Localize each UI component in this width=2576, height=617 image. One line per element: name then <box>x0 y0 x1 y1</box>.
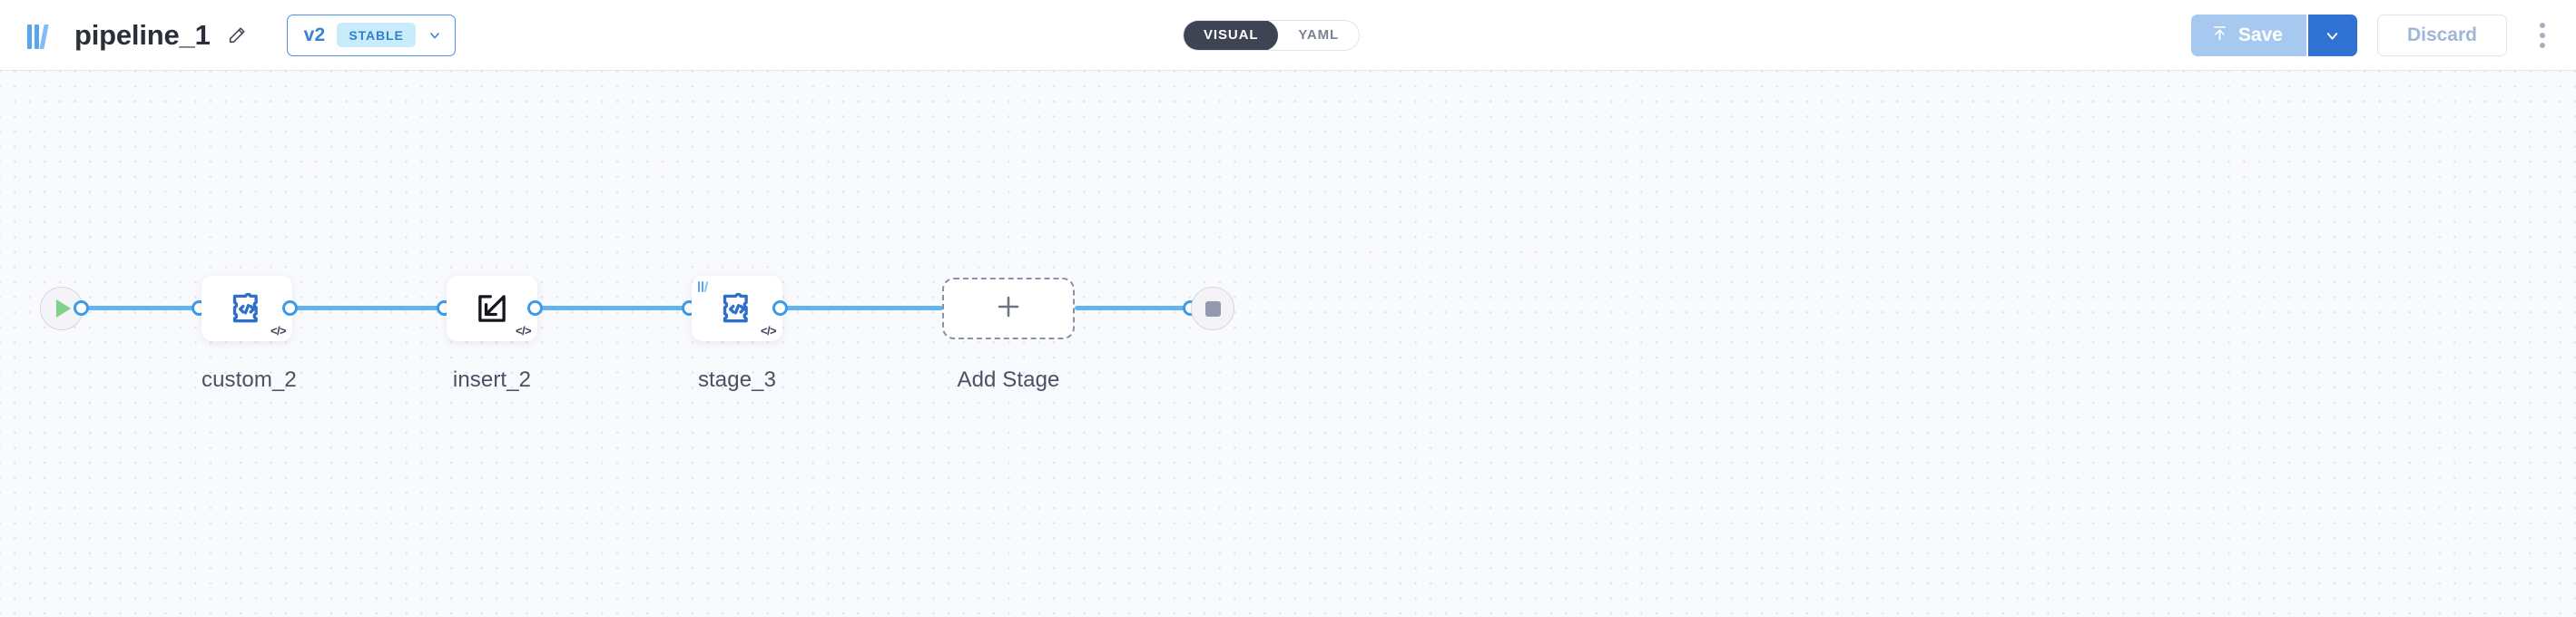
save-button-label: Save <box>2237 24 2283 45</box>
puzzle-code-icon <box>692 276 782 341</box>
code-badge: </> <box>516 324 532 338</box>
upload-icon <box>2211 24 2228 48</box>
end-node[interactable] <box>1191 287 1234 330</box>
stage-label-insert2: insert_2 <box>452 367 532 392</box>
pipeline-canvas[interactable]: </> custom_2 </> insert_2 <box>0 71 2576 617</box>
code-badge: </> <box>761 324 777 338</box>
tab-visual[interactable]: VISUAL <box>1184 21 1279 50</box>
port-start-out[interactable] <box>74 300 89 316</box>
tab-yaml[interactable]: YAML <box>1298 27 1340 43</box>
stop-square-icon <box>1204 300 1221 317</box>
brand-bars-logo <box>27 22 58 49</box>
insert-arrow-into-square-icon <box>447 276 537 341</box>
stage-node-stage3[interactable]: </> <box>692 276 782 341</box>
plus-icon <box>994 292 1023 326</box>
connector-start-to-custom2 <box>84 306 206 310</box>
save-button-group: Save <box>2190 15 2357 56</box>
connector-custom2-to-insert2 <box>292 306 451 310</box>
version-status-badge: STABLE <box>337 23 416 47</box>
stage-label-custom2: custom_2 <box>202 367 297 392</box>
stage-node-insert2[interactable]: </> <box>447 276 537 341</box>
stage-label-stage3: stage_3 <box>697 367 777 392</box>
connector-addstage-to-end <box>1075 306 1196 310</box>
add-stage-label: Add Stage <box>957 367 1060 392</box>
save-button[interactable]: Save <box>2190 15 2306 56</box>
connector-insert2-to-stage3 <box>537 306 696 310</box>
header-actions: Save Discard <box>2190 0 2556 71</box>
port-custom2-out[interactable] <box>282 300 298 316</box>
port-stage3-out[interactable] <box>772 300 788 316</box>
play-icon <box>56 299 71 318</box>
puzzle-code-icon <box>202 276 292 341</box>
connector-stage3-to-addstage <box>782 306 944 310</box>
version-label: v2 <box>303 24 326 45</box>
discard-button[interactable]: Discard <box>2376 15 2507 56</box>
stage-node-custom2[interactable]: </> <box>202 276 292 341</box>
code-badge: </> <box>270 324 287 338</box>
brand-bars-logo <box>698 280 709 292</box>
save-options-dropdown[interactable] <box>2306 15 2357 56</box>
brand-group: pipeline_1 <box>27 19 211 52</box>
add-stage-button[interactable] <box>942 278 1075 339</box>
version-selector[interactable]: v2 STABLE <box>286 14 456 56</box>
view-mode-toggle[interactable]: VISUAL YAML <box>1183 20 1361 51</box>
page-title: pipeline_1 <box>74 18 211 51</box>
kebab-menu-icon[interactable] <box>2529 15 2556 56</box>
port-insert2-out[interactable] <box>527 300 543 316</box>
chevron-down-icon <box>428 28 442 43</box>
pencil-icon[interactable] <box>223 22 251 49</box>
app-header: pipeline_1 v2 STABLE VISUAL YAML <box>0 0 2576 71</box>
